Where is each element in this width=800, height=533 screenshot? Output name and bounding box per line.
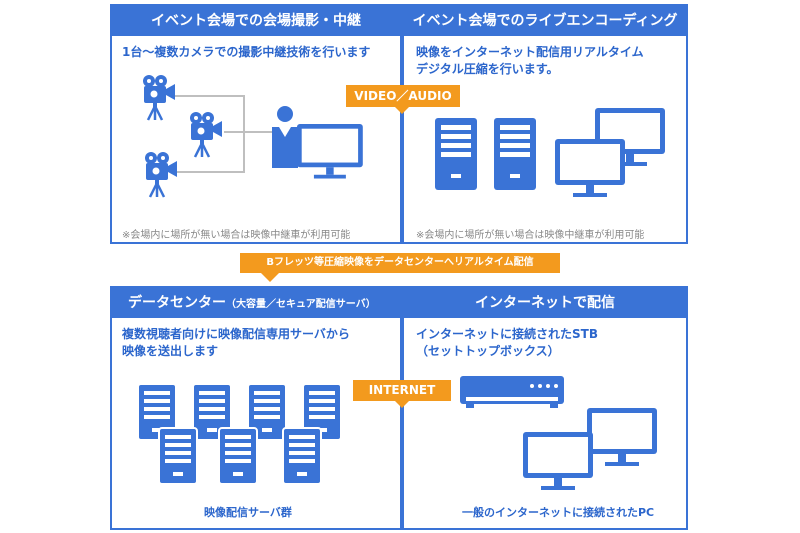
video-audio-badge: VIDEO／AUDIO	[346, 85, 460, 107]
pc-caption: 一般のインターネットに接続されたPC	[462, 506, 655, 519]
encoder-pc-tower-icon	[435, 118, 477, 190]
bflets-transfer-banner: Bフレッツ等圧縮映像をデータセンターへリアルタイム配信	[240, 253, 560, 273]
panel-title-main: データセンター	[128, 295, 226, 311]
monitor-icon	[523, 432, 593, 490]
server-group-caption: 映像配信サーバ群	[204, 506, 292, 519]
video-camera-icon	[141, 73, 177, 122]
badge-pointer	[394, 400, 410, 408]
monitor-icon	[297, 124, 363, 179]
internet-badge: INTERNET	[353, 380, 451, 401]
panel-internet-delivery: インターネットで配信 インターネットに接続されたSTB （セットトップボックス）…	[402, 286, 688, 530]
monitor-icon	[555, 139, 625, 197]
video-camera-icon	[188, 110, 224, 159]
panel-title: イベント会場での会場撮影・中継	[112, 6, 400, 36]
panel-note: ※会場内に場所が無い場合は映像中継車が利用可能	[122, 230, 351, 241]
panel-description: 1台〜複数カメラでの撮影中継技術を行います	[122, 45, 371, 59]
badge-pointer	[394, 106, 410, 114]
monitor-icon	[587, 408, 657, 466]
video-camera-icon	[143, 150, 179, 199]
panel-title: データセンター（大容量／セキュア配信サーバ）	[112, 288, 400, 318]
panel-description: 映像をインターネット配信用リアルタイム デジタル圧縮を行います。	[416, 45, 644, 76]
server-group-icon	[137, 383, 342, 485]
camera-connection-lines	[172, 95, 272, 173]
panel-title: イベント会場でのライブエンコーディング	[404, 6, 686, 36]
operator-person-icon	[272, 106, 298, 168]
badge-pointer	[258, 270, 282, 282]
panel-description: 複数視聴者向けに映像配信専用サーバから 映像を送出します	[122, 327, 350, 358]
encoder-pc-tower-icon	[494, 118, 536, 190]
panel-note: ※会場内に場所が無い場合は映像中継車が利用可能	[416, 230, 645, 241]
panel-title-sub: （大容量／セキュア配信サーバ）	[226, 299, 376, 310]
set-top-box-icon	[460, 376, 564, 408]
panel-description: インターネットに接続されたSTB （セットトップボックス）	[416, 327, 598, 358]
panel-title: インターネットで配信	[404, 288, 686, 318]
